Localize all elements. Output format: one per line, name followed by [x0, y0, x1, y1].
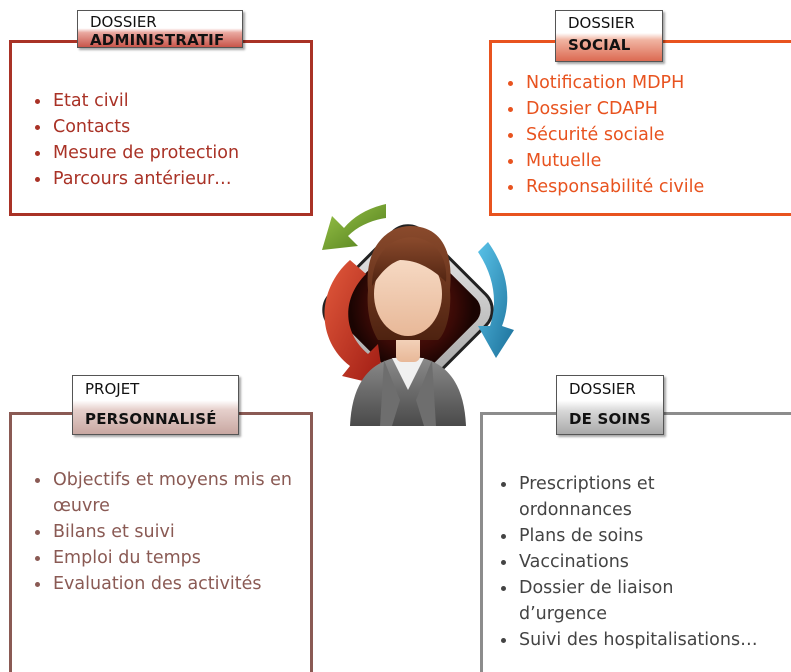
soins-tab: DOSSIER DE SOINS [556, 375, 664, 435]
person-cycle-icon [322, 204, 514, 426]
list-item: Parcours antérieur… [33, 166, 239, 192]
list-item: Dossier CDAPH [506, 96, 704, 122]
social-list: Notification MDPH Dossier CDAPH Sécurité… [506, 70, 704, 200]
list-item: Sécurité sociale [506, 122, 704, 148]
social-box: Notification MDPH Dossier CDAPH Sécurité… [489, 40, 791, 216]
list-item: Mesure de protection [33, 140, 239, 166]
projet-list: Objectifs et moyens mis en œuvre Bilans … [33, 467, 303, 597]
soins-tab-line1: DOSSIER [569, 380, 636, 398]
social-tab: DOSSIER SOCIAL [555, 10, 663, 62]
soins-tab-line2: DE SOINS [569, 410, 652, 428]
list-item: Emploi du temps [33, 545, 303, 571]
projet-tab-line2: PERSONNALISÉ [85, 410, 217, 428]
list-item: Dossier de liaison d’urgence [499, 575, 729, 627]
projet-tab-line1: PROJET [85, 380, 140, 398]
social-tab-line1: DOSSIER [568, 14, 635, 32]
projet-box: Objectifs et moyens mis en œuvre Bilans … [9, 412, 313, 672]
administratif-list: Etat civil Contacts Mesure de protection… [33, 88, 239, 192]
list-item: Notification MDPH [506, 70, 704, 96]
soins-box: Prescriptions et ordonnances Plans de so… [480, 412, 791, 672]
list-item: Mutuelle [506, 148, 704, 174]
administratif-tab: DOSSIER ADMINISTRATIF [77, 10, 243, 49]
administratif-tab-line1: DOSSIER [90, 13, 157, 31]
list-item: Plans de soins [499, 523, 789, 549]
list-item: Etat civil [33, 88, 239, 114]
administratif-tab-line2: ADMINISTRATIF [90, 31, 225, 49]
list-item: Prescriptions et ordonnances [499, 471, 719, 523]
social-tab-line2: SOCIAL [568, 36, 631, 54]
list-item: Objectifs et moyens mis en œuvre [33, 467, 303, 519]
list-item: Vaccinations [499, 549, 789, 575]
list-item: Bilans et suivi [33, 519, 303, 545]
administratif-box: Etat civil Contacts Mesure de protection… [9, 40, 313, 216]
soins-list: Prescriptions et ordonnances Plans de so… [499, 471, 789, 653]
list-item: Responsabilité civile [506, 174, 704, 200]
list-item: Evaluation des activités [33, 571, 303, 597]
list-item: Contacts [33, 114, 239, 140]
list-item: Suivi des hospitalisations… [499, 627, 789, 653]
projet-tab: PROJET PERSONNALISÉ [72, 375, 239, 435]
